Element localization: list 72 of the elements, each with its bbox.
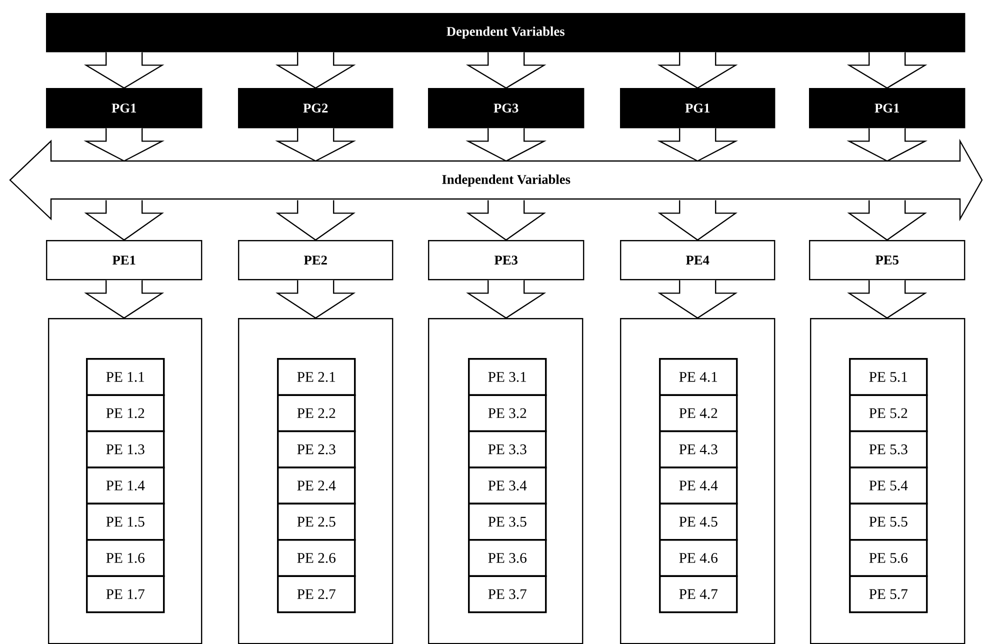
label-box: PG2 [238, 88, 394, 128]
header-bar: Dependent Variables [46, 13, 966, 52]
process-box: PE5 [809, 240, 966, 280]
block-arrow [84, 200, 164, 241]
list-item-box: PE 3.1 [468, 358, 547, 396]
list-item-box: PE 2.6 [277, 539, 356, 577]
label-box: PG1 [620, 88, 776, 128]
block-arrow [846, 52, 928, 89]
list-item-box: PE 3.7 [468, 575, 547, 614]
block-arrow [658, 200, 738, 241]
list-item-box: PE 4.1 [659, 358, 738, 396]
label-box: PG1 [809, 88, 966, 128]
block-arrow [847, 200, 927, 241]
block-arrow [276, 280, 356, 319]
column-box [620, 318, 776, 644]
process-box: PE3 [428, 240, 584, 280]
block-arrow [466, 128, 547, 162]
list-item-box: PE 1.1 [86, 358, 165, 396]
block-arrow [466, 280, 546, 319]
list-item-box: PE 5.4 [849, 466, 928, 505]
block-arrow [84, 280, 164, 319]
list-item-box: PE 4.4 [659, 466, 738, 505]
list-item-box: PE 3.4 [468, 466, 547, 505]
list-item-box: PE 5.3 [849, 430, 928, 468]
list-item-box: PE 4.6 [659, 539, 738, 577]
list-item-box: PE 3.3 [468, 430, 547, 468]
list-item-box: PE 1.6 [86, 539, 165, 577]
column-box [810, 318, 966, 644]
list-item-box: PE 4.3 [659, 430, 738, 468]
list-item-box: PE 4.5 [659, 502, 738, 541]
process-box: PE4 [620, 240, 776, 280]
block-arrow [657, 128, 738, 162]
list-item-box: PE 1.7 [86, 575, 165, 614]
label-box: PG3 [428, 88, 584, 128]
block-arrow [275, 52, 356, 89]
column-box [238, 318, 394, 644]
list-item-box: PE 5.5 [849, 502, 928, 541]
block-arrow [466, 52, 546, 89]
list-item-box: PE 4.7 [659, 575, 738, 614]
list-item-box: PE 2.5 [277, 502, 356, 541]
list-item-box: PE 4.2 [659, 394, 738, 432]
list-item-box: PE 2.4 [277, 466, 356, 505]
double-arrow-band: Independent Variables [9, 138, 983, 222]
block-arrow [276, 200, 356, 241]
list-item-box: PE 2.7 [277, 575, 356, 614]
list-item-box: PE 3.5 [468, 502, 547, 541]
label-box: PG1 [46, 88, 202, 128]
column-box [48, 318, 202, 644]
block-arrow [847, 280, 928, 319]
list-item-box: PE 1.3 [86, 430, 165, 468]
column-box [428, 318, 584, 644]
list-item-box: PE 2.1 [277, 358, 356, 396]
list-item-box: PE 5.2 [849, 394, 928, 432]
block-arrow [658, 280, 738, 319]
block-arrow [846, 128, 928, 162]
list-item-box: PE 5.1 [849, 358, 928, 396]
list-item-box: PE 5.6 [849, 539, 928, 577]
list-item-box: PE 1.5 [86, 502, 165, 541]
list-item-box: PE 1.2 [86, 394, 165, 432]
list-item-box: PE 3.2 [468, 394, 547, 432]
process-box: PE2 [238, 240, 394, 280]
list-item-box: PE 2.3 [277, 430, 356, 468]
process-box: PE1 [46, 240, 202, 280]
list-item-box: PE 3.6 [468, 539, 547, 577]
list-item-box: PE 1.4 [86, 466, 165, 505]
block-arrow [275, 128, 356, 162]
list-item-box: PE 2.2 [277, 394, 356, 432]
list-item-box: PE 5.7 [849, 575, 928, 614]
block-arrow [84, 52, 164, 89]
block-arrow [84, 128, 165, 162]
block-arrow [657, 52, 738, 89]
block-arrow [466, 200, 546, 241]
